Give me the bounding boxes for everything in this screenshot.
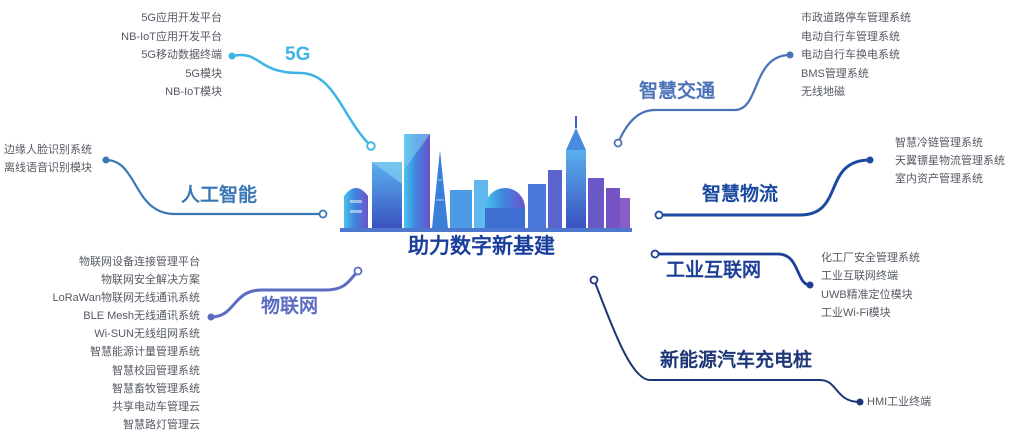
branch-connector-industrial <box>650 249 814 289</box>
branch-connector-ai <box>102 156 328 219</box>
item-industrial-3: UWB精准定位模块 <box>821 289 913 301</box>
item-traffic-2: 电动自行车管理系统 <box>801 31 900 43</box>
item-iot-5: Wi-SUN无线组网系统 <box>94 328 200 340</box>
branch-label-logistics: 智慧物流 <box>702 184 779 205</box>
item-5g-2: NB-IoT应用开发平台 <box>121 31 222 43</box>
item-5g-3: 5G移动数据终端 <box>141 49 222 61</box>
item-iot-9: 共享电动车管理云 <box>112 401 200 413</box>
item-iot-7: 智慧校园管理系统 <box>112 365 200 377</box>
item-5g-5: NB-IoT模块 <box>165 86 222 98</box>
item-5g-4: 5G模块 <box>185 68 222 80</box>
item-iot-3: LoRaWan物联网无线通讯系统 <box>52 292 200 304</box>
city-skyline-illustration <box>340 116 632 232</box>
item-industrial-4: 工业Wi-Fi模块 <box>821 307 891 319</box>
item-5g-1: 5G应用开发平台 <box>141 12 222 24</box>
item-ai-2: 离线语音识别模块 <box>4 162 92 174</box>
branch-label-traffic: 智慧交通 <box>639 81 716 102</box>
item-iot-4: BLE Mesh无线通讯系统 <box>83 310 200 322</box>
item-traffic-1: 市政道路停车管理系统 <box>801 12 911 24</box>
item-iot-6: 智慧能源计量管理系统 <box>90 346 200 358</box>
branch-label-ai: 人工智能 <box>181 185 258 206</box>
item-traffic-4: BMS管理系统 <box>801 68 869 80</box>
branch-connector-iot <box>207 266 363 321</box>
item-industrial-1: 化工厂安全管理系统 <box>821 252 920 264</box>
branch-label-industrial: 工业互联网 <box>666 260 762 281</box>
branch-connector-ev <box>589 275 864 406</box>
item-ev-1: HMI工业终端 <box>867 396 932 408</box>
item-iot-10: 智慧路灯管理云 <box>123 419 200 431</box>
item-logistics-1: 智慧冷链管理系统 <box>895 137 983 149</box>
item-traffic-5: 无线地磁 <box>801 86 845 98</box>
item-traffic-3: 电动自行车换电系统 <box>801 49 900 61</box>
item-iot-2: 物联网安全解决方案 <box>101 274 200 286</box>
branch-label-iot: 物联网 <box>261 296 319 317</box>
center-title: 助力数字新基建 <box>408 235 555 258</box>
branch-label-ev: 新能源汽车充电桩 <box>660 350 813 371</box>
item-ai-1: 边缘人脸识别系统 <box>4 144 92 156</box>
branch-connector-logistics <box>654 156 874 220</box>
branch-connector-traffic <box>613 51 794 148</box>
branch-label-5g: 5G <box>285 44 311 65</box>
item-industrial-2: 工业互联网终端 <box>821 270 898 282</box>
item-iot-1: 物联网设备连接管理平台 <box>79 256 200 268</box>
item-iot-8: 智慧畜牧管理系统 <box>112 383 200 395</box>
branch-connector-5g <box>228 52 376 151</box>
item-logistics-3: 室内资产管理系统 <box>895 173 983 185</box>
item-logistics-2: 天翼镖星物流管理系统 <box>895 155 1005 167</box>
